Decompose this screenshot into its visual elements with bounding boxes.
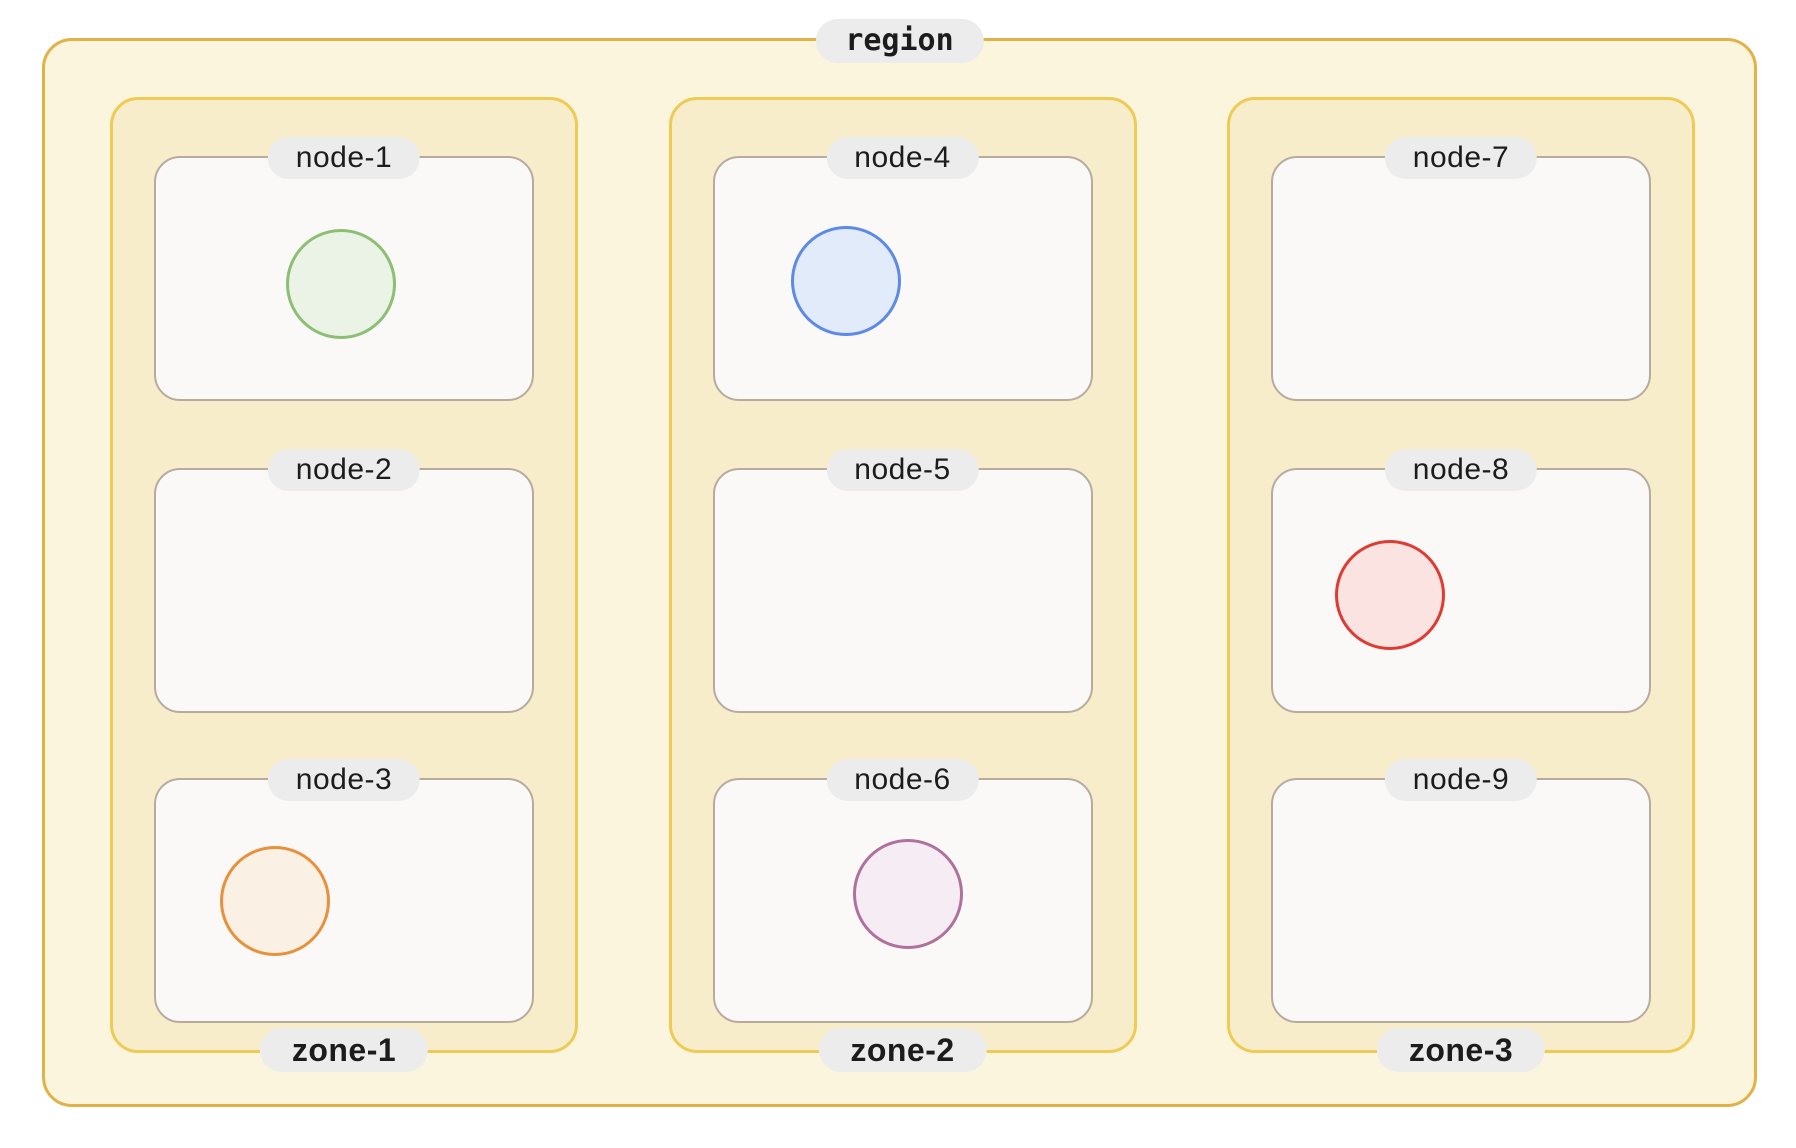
node-box-4: node-4 — [712, 137, 1093, 401]
zone-label: zone-1 — [259, 1028, 429, 1072]
instance-circle-red — [1335, 540, 1445, 650]
instance-circle-orange — [220, 846, 330, 956]
node-label: node-5 — [826, 449, 979, 491]
zone-label: zone-2 — [818, 1028, 987, 1072]
node-label: node-3 — [267, 759, 421, 801]
instance-circle-blue — [790, 226, 901, 336]
zone-1: node-1 node-2 node-3 zone-1 — [110, 97, 578, 1072]
region-label: region — [815, 19, 984, 63]
node-label: node-1 — [267, 137, 421, 179]
node-label: node-8 — [1384, 449, 1538, 491]
node-box-7: node-7 — [1271, 137, 1651, 401]
zone-3: node-7 node-8 node-9 zone-3 — [1227, 97, 1695, 1072]
node-box-9: node-9 — [1271, 759, 1651, 1023]
zone-label: zone-3 — [1376, 1028, 1546, 1072]
node-label: node-6 — [826, 759, 979, 801]
node-box-8: node-8 — [1271, 449, 1651, 713]
node-box-3: node-3 — [154, 759, 534, 1023]
node-box-2: node-2 — [154, 449, 534, 713]
instance-circle-purple — [852, 839, 963, 949]
zone-2: node-4 node-5 node-6 zone-2 — [668, 97, 1137, 1072]
node-box-5: node-5 — [712, 449, 1093, 713]
node-box-6: node-6 — [712, 759, 1093, 1023]
node-label: node-4 — [826, 137, 979, 179]
node-label: node-7 — [1384, 137, 1538, 179]
instance-circle-green — [286, 229, 396, 339]
node-label: node-9 — [1384, 759, 1538, 801]
node-box-1: node-1 — [154, 137, 534, 401]
node-label: node-2 — [267, 449, 421, 491]
